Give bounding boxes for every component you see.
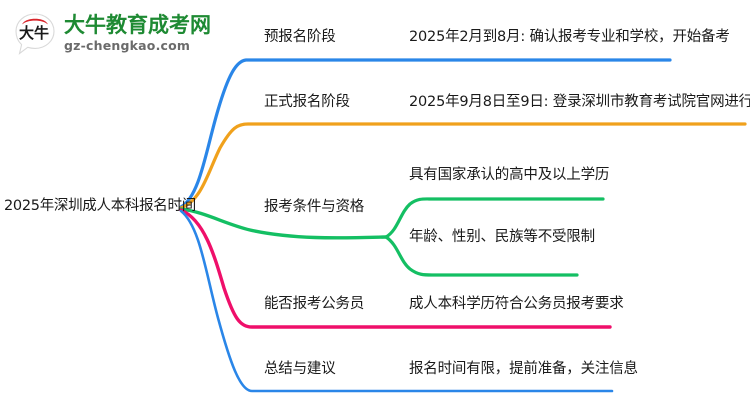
site-logo: 大牛 大牛教育成考网 gz-chengkao.com xyxy=(12,8,222,60)
connector-branch-5 xyxy=(179,209,614,393)
connector-branch-1 xyxy=(179,58,672,209)
branch-1-label: 预报名阶段 xyxy=(264,29,336,45)
root-node-label: 2025年深圳成人本科报名时间 xyxy=(4,198,196,214)
connector-branch-3 xyxy=(179,207,388,240)
branch-4-detail-1: 成人本科学历符合公务员报考要求 xyxy=(409,296,624,312)
connector-branch-3-sub-1 xyxy=(384,197,605,239)
branch-3-label: 报考条件与资格 xyxy=(264,199,365,215)
branch-2-detail-1: 2025年9月8日至9日: 登录深圳市教育考试院官网进行网上报名 xyxy=(409,94,750,110)
connector-branch-2 xyxy=(179,122,747,210)
connector-branch-4 xyxy=(179,208,612,329)
svg-text:大牛: 大牛 xyxy=(19,24,49,42)
logo-brand-cn: 大牛教育成考网 xyxy=(64,13,211,38)
branch-4-label: 能否报考公务员 xyxy=(264,296,365,312)
branch-5-detail-1: 报名时间有限，提前准备，关注信息 xyxy=(409,361,638,377)
branch-2-label: 正式报名阶段 xyxy=(264,94,350,110)
branch-5-label: 总结与建议 xyxy=(264,361,336,377)
logo-wordmark: 大牛教育成考网 gz-chengkao.com xyxy=(64,15,211,53)
logo-brand-url: gz-chengkao.com xyxy=(64,38,191,54)
branch-3-detail-2: 年龄、性别、民族等不受限制 xyxy=(409,229,595,245)
connector-branch-3-sub-2 xyxy=(384,235,579,277)
branch-1-detail-1: 2025年2月到8月: 确认报考专业和学校，开始备考 xyxy=(409,29,730,45)
branch-3-detail-1: 具有国家承认的高中及以上学历 xyxy=(409,167,610,183)
logo-mark-icon: 大牛 xyxy=(12,11,58,57)
